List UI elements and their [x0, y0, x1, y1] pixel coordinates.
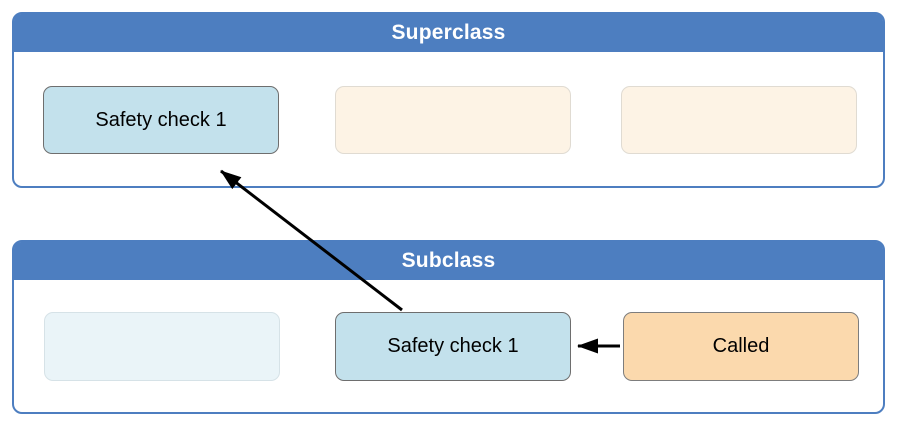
subclass-called-label: Called [712, 335, 770, 357]
superclass-safety-check-1-box: Safety check 1 [43, 86, 279, 154]
superclass-header: Superclass [14, 14, 883, 52]
subclass-safety-check-1-box: Safety check 1 [335, 312, 571, 381]
superclass-title: Superclass [391, 21, 506, 44]
superclass-placeholder-box-2 [621, 86, 857, 154]
subclass-body: Safety check 1 Called [14, 280, 883, 412]
subclass-title: Subclass [401, 249, 496, 272]
superclass-placeholder-box-1 [335, 86, 571, 154]
subclass-called-box: Called [623, 312, 859, 381]
superclass-safety-check-1-label: Safety check 1 [95, 108, 227, 131]
subclass-header: Subclass [14, 242, 883, 280]
subclass-safety-check-1-label: Safety check 1 [387, 335, 519, 357]
subclass-placeholder-box [44, 312, 280, 381]
superclass-body: Safety check 1 [14, 52, 883, 186]
subclass-container: Subclass Safety check 1 Called [12, 240, 885, 414]
superclass-container: Superclass Safety check 1 [12, 12, 885, 188]
